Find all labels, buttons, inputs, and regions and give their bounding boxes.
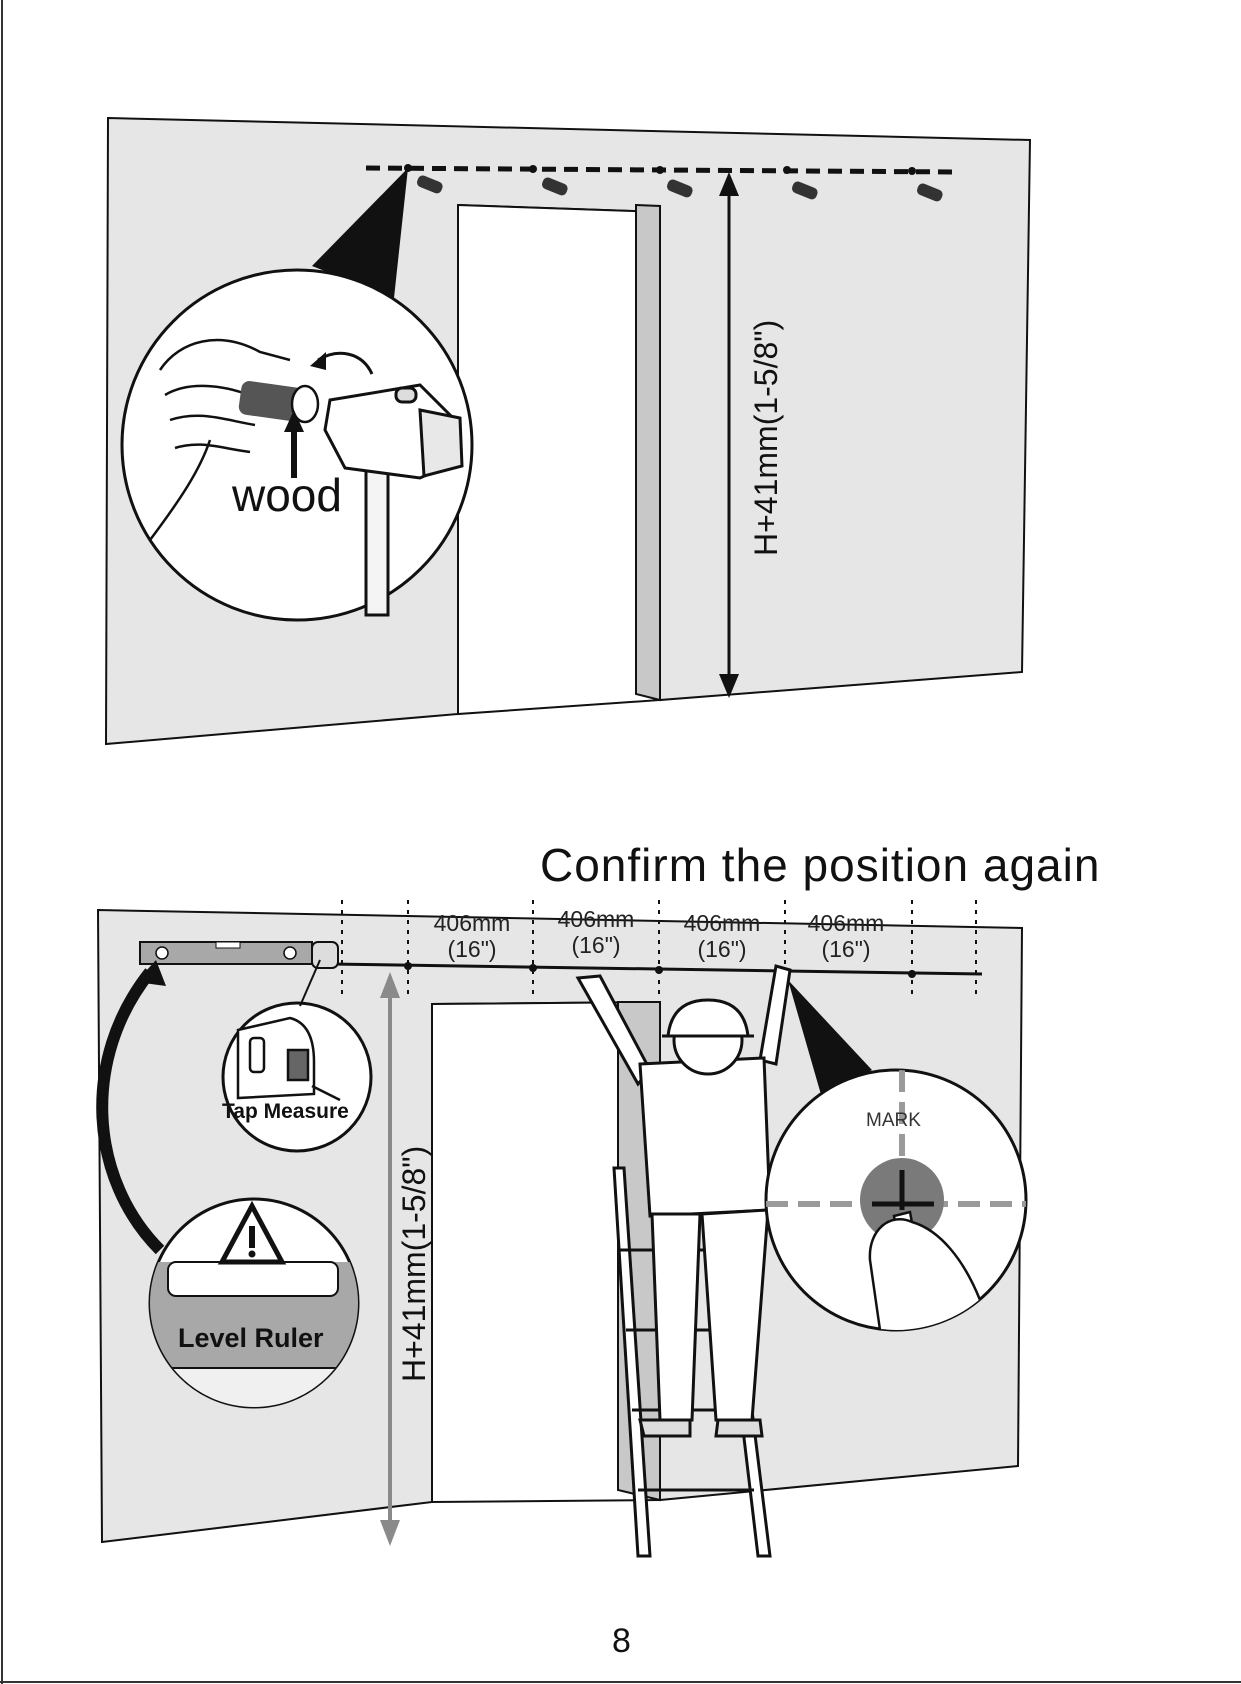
spacing-mm: 406mm xyxy=(557,906,635,932)
mark-callout-wedge xyxy=(788,980,872,1098)
spacing-mm: 406mm xyxy=(807,910,885,936)
top-magnifier xyxy=(120,268,474,622)
wood-label: wood xyxy=(232,469,342,521)
stud-guides xyxy=(341,900,977,1000)
level-callout-arrow xyxy=(96,968,165,1255)
dowel-icon xyxy=(238,381,320,424)
tape-measure-label: Tap Measure xyxy=(222,1100,349,1123)
spacing-label: 406mm (16") xyxy=(786,910,906,962)
top-height-arrow xyxy=(719,172,739,698)
tape-measure-magnifier xyxy=(221,959,373,1153)
bottom-height-arrow xyxy=(380,972,400,1546)
page-heading: Confirm the position again xyxy=(540,839,1101,891)
tape-measure-icon xyxy=(236,1016,341,1102)
level-ruler-label: Level Ruler xyxy=(178,1323,324,1353)
spacing-inch: (16") xyxy=(447,936,497,962)
bottom-height-label: H+41mm(1-5/8") xyxy=(396,1145,432,1382)
pencil-icon xyxy=(868,1210,982,1330)
mark-label: MARK xyxy=(866,1110,921,1131)
page-number: 8 xyxy=(612,1622,631,1660)
dowel-icon xyxy=(417,175,943,202)
hammer-icon xyxy=(323,383,464,617)
top-callout-wedge xyxy=(312,168,408,298)
level-ruler-icon xyxy=(139,941,339,969)
spacing-label: 406mm (16") xyxy=(412,910,532,962)
spacing-mm: 406mm xyxy=(683,910,761,936)
spacing-inch: (16") xyxy=(571,932,621,958)
spacing-label: 406mm (16") xyxy=(662,910,782,962)
spacing-mm: 406mm xyxy=(433,910,511,936)
spacing-inch: (16") xyxy=(821,936,871,962)
warning-icon xyxy=(217,1200,287,1265)
top-height-label: H+41mm(1-5/8") xyxy=(748,319,784,556)
spacing-inch: (16") xyxy=(697,936,747,962)
level-ruler-magnifier xyxy=(148,1197,360,1409)
mark-magnifier xyxy=(764,1068,1028,1332)
spacing-label: 406mm (16") xyxy=(536,906,656,958)
